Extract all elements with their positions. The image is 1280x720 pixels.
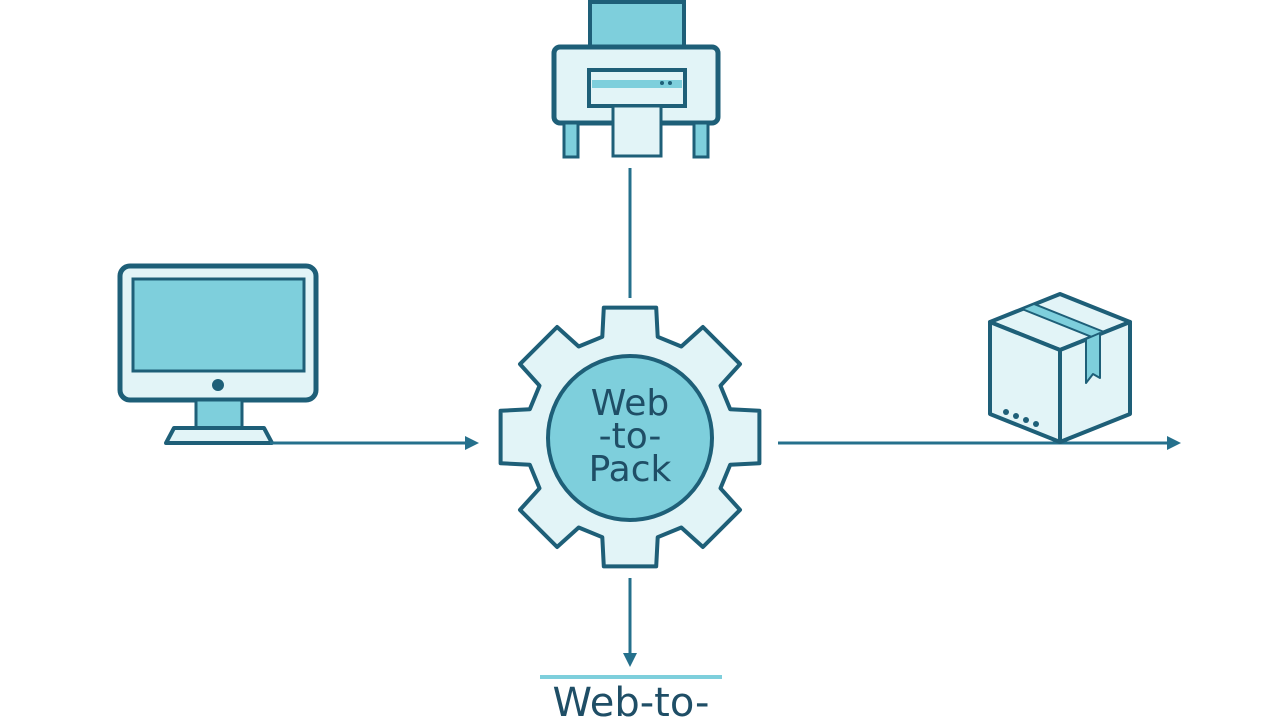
gear-label-line3: Pack: [589, 449, 672, 490]
monitor-icon: [117, 263, 319, 445]
printer-icon: [551, 0, 721, 159]
gear-label-line1: Web: [591, 383, 670, 424]
gear-icon: Web -to- Pack: [498, 305, 762, 569]
bottom-caption: Web-to-: [553, 680, 710, 720]
gear-label-line2: -to-: [599, 416, 662, 457]
box-icon: [988, 292, 1132, 444]
